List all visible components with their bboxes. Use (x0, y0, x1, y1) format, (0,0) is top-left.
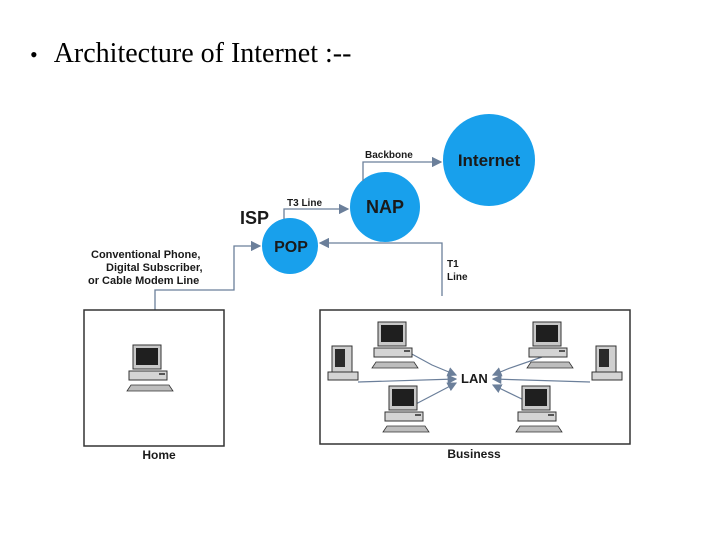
backbone-link (362, 156, 443, 181)
isp-label: ISP (240, 208, 269, 228)
t3-line-link (283, 203, 350, 219)
pop-node (262, 218, 318, 274)
business-label: Business (447, 447, 501, 461)
nap-label: NAP (366, 197, 404, 217)
t1-label: T1 (447, 259, 459, 270)
nap-node (350, 172, 420, 242)
business-box (319, 309, 631, 445)
t1-line-label: Line (447, 272, 468, 283)
backbone-label: Backbone (365, 150, 413, 161)
pop-label: POP (274, 239, 308, 256)
t3-line-label: T3 Line (287, 198, 322, 209)
home-label: Home (142, 448, 176, 462)
internet-label: Internet (458, 151, 521, 170)
bullet-point: • (30, 42, 38, 67)
access-line-link (154, 240, 262, 346)
access-line-label-3: or Cable Modem Line (88, 275, 199, 287)
access-line-label-2: Digital Subscriber, (106, 262, 203, 274)
access-line-label-1: Conventional Phone, (91, 249, 200, 261)
slide-title: • Architecture of Internet :-- (30, 38, 351, 70)
internet-node (443, 114, 535, 206)
slide-title-text: Architecture of Internet :-- (53, 38, 352, 69)
t1-line-link (318, 237, 443, 296)
lan-label: LAN (461, 371, 488, 386)
